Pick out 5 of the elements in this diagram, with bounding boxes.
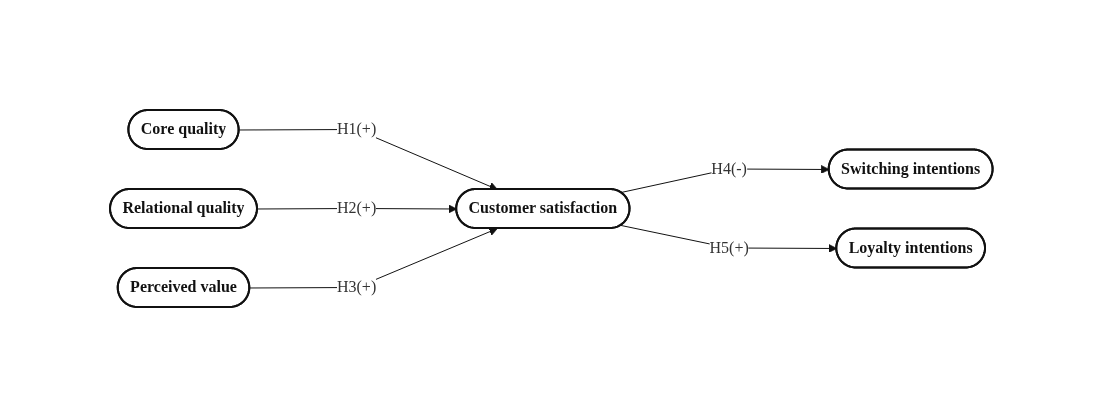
edge-label: H2(+) [336,198,376,216]
edge-label: H1(+) [336,120,376,137]
edge-label: H3(+) [336,277,376,295]
edge-label: H5(+) [709,238,749,256]
edge-label: H4(-) [711,159,747,177]
